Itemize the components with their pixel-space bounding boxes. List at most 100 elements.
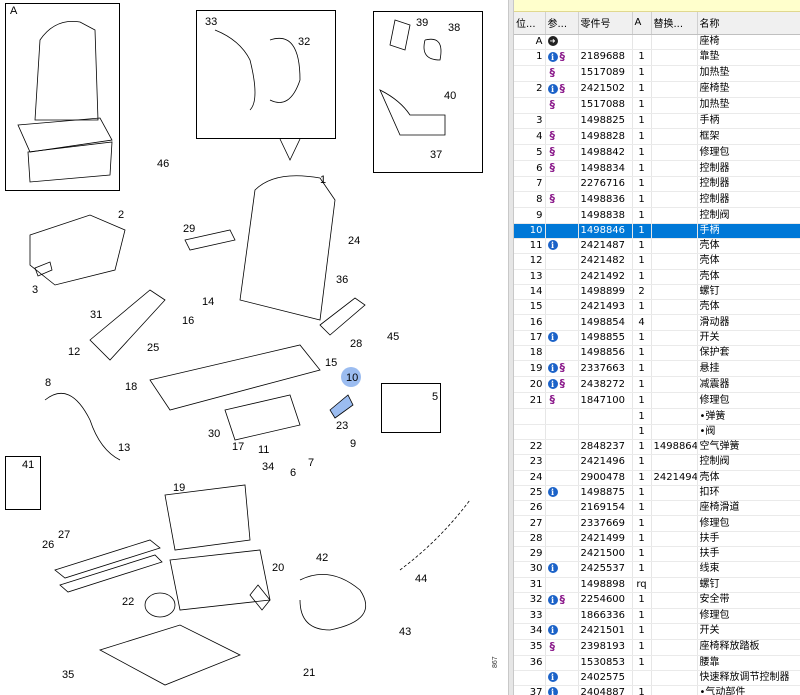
callout-label-22[interactable]: 22	[122, 596, 134, 608]
section-icon[interactable]: §	[559, 81, 566, 95]
callout-label-31[interactable]: 31	[90, 309, 102, 321]
callout-label-6[interactable]: 6	[290, 467, 296, 479]
column-header-replacement[interactable]: 替换...	[651, 12, 698, 35]
column-header-part-number[interactable]: 零件号	[578, 12, 633, 35]
column-header-quantity[interactable]: A	[632, 12, 652, 35]
info-icon[interactable]: i	[547, 240, 558, 251]
panel-splitter[interactable]	[508, 0, 514, 695]
callout-label-43[interactable]: 43	[399, 626, 411, 638]
column-header-name[interactable]: 名称	[697, 12, 800, 35]
callout-label-42[interactable]: 42	[316, 552, 328, 564]
info-icon[interactable]: i	[547, 625, 558, 636]
section-icon[interactable]: §	[549, 192, 556, 206]
callout-label-28[interactable]: 28	[350, 338, 362, 350]
section-icon[interactable]: §	[549, 97, 556, 111]
section-icon[interactable]: §	[559, 49, 566, 63]
info-icon[interactable]: i	[547, 687, 558, 695]
table-row[interactable]: 1•阀	[514, 424, 800, 440]
info-icon[interactable]: i	[547, 594, 558, 605]
callout-label-37[interactable]: 37	[430, 149, 442, 161]
callout-label-35[interactable]: 35	[62, 669, 74, 681]
section-icon[interactable]: §	[559, 377, 566, 391]
callout-label-1[interactable]: 1	[320, 174, 326, 186]
callout-label-8[interactable]: 8	[45, 377, 51, 389]
section-icon[interactable]: §	[549, 129, 556, 143]
callout-label-46[interactable]: 46	[157, 158, 169, 170]
callout-label-12[interactable]: 12	[68, 346, 80, 358]
column-header-position[interactable]: 位...	[514, 12, 546, 35]
callout-label-7[interactable]: 7	[308, 457, 314, 469]
callout-label-14[interactable]: 14	[202, 296, 214, 308]
callout-label-17[interactable]: 17	[232, 441, 244, 453]
callout-label-18[interactable]: 18	[125, 381, 137, 393]
callout-label-11[interactable]: 11	[258, 444, 269, 456]
callout-label-23[interactable]: 23	[336, 420, 348, 432]
callout-label-34[interactable]: 34	[262, 461, 274, 473]
section-icon[interactable]: §	[559, 361, 566, 375]
info-icon[interactable]: i	[547, 363, 558, 374]
callout-label-40[interactable]: 40	[444, 90, 456, 102]
table-row[interactable]: A➜座椅	[514, 34, 800, 50]
callout-label-30[interactable]: 30	[208, 428, 220, 440]
section-icon[interactable]: §	[549, 65, 556, 79]
callout-label-10[interactable]: 10	[346, 372, 358, 384]
callout-label-32[interactable]: 32	[298, 36, 310, 48]
callout-label-26[interactable]: 26	[42, 539, 54, 551]
callout-label-36[interactable]: 36	[336, 274, 348, 286]
info-icon[interactable]: i	[547, 563, 558, 574]
section-icon[interactable]: §	[559, 592, 566, 606]
callout-label-21[interactable]: 21	[303, 667, 315, 679]
callout-label-19[interactable]: 19	[173, 482, 185, 494]
callout-label-24[interactable]: 24	[348, 235, 360, 247]
callout-label-2[interactable]: 2	[118, 209, 124, 221]
callout-label-15[interactable]: 15	[325, 357, 337, 369]
info-icon[interactable]: i	[547, 83, 558, 94]
callout-label-25[interactable]: 25	[147, 342, 159, 354]
callout-label-20[interactable]: 20	[272, 562, 284, 574]
callout-label-3[interactable]: 3	[32, 284, 38, 296]
callout-label-33[interactable]: 33	[205, 16, 217, 28]
info-icon[interactable]: i	[547, 486, 558, 497]
callout-label-16[interactable]: 16	[182, 315, 194, 327]
callout-label-13[interactable]: 13	[118, 442, 130, 454]
callout-label-39[interactable]: 39	[416, 17, 428, 29]
callout-label-41[interactable]: 41	[22, 459, 34, 471]
section-icon[interactable]: §	[549, 145, 556, 159]
parts-diagram[interactable]: A	[0, 0, 508, 695]
callout-label-5[interactable]: 5	[432, 391, 438, 403]
callout-label-44[interactable]: 44	[415, 573, 427, 585]
callout-label-9[interactable]: 9	[350, 438, 356, 450]
column-header-references[interactable]: 参...	[545, 12, 579, 35]
info-icon[interactable]: i	[547, 671, 558, 682]
